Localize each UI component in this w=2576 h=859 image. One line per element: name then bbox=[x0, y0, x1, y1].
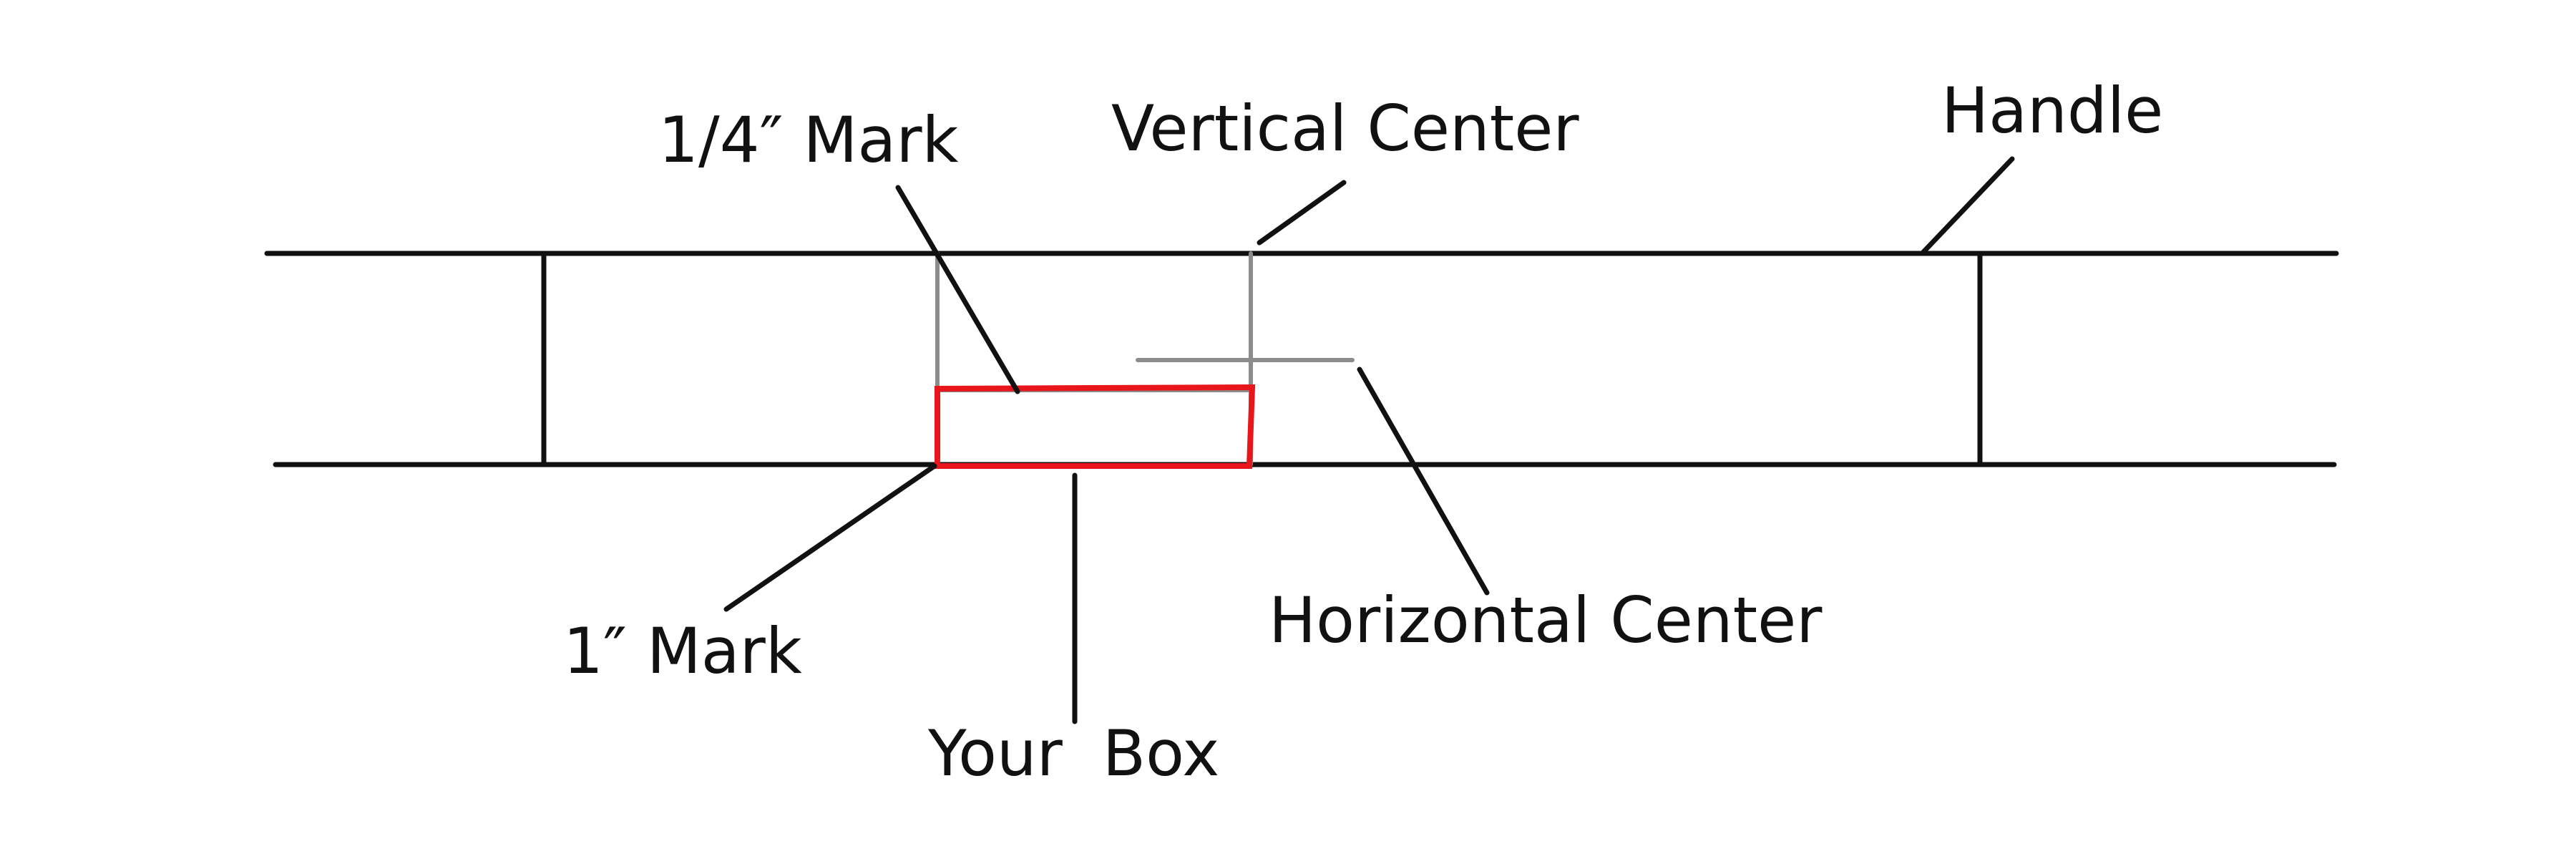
handle-leader bbox=[1921, 156, 2015, 255]
vertical-center-label: Vertical Center bbox=[1111, 92, 1579, 165]
handle-label: Handle bbox=[1941, 74, 2163, 147]
quarter-mark-label: 1/4″ Mark bbox=[658, 103, 959, 177]
your-box-label: Your Box bbox=[927, 717, 1219, 790]
quarter-mark-leader bbox=[895, 185, 1020, 394]
horizontal-center-label: Horizontal Center bbox=[1269, 583, 1823, 657]
one-inch-mark-label: 1″ Mark bbox=[563, 614, 802, 688]
vertical-center-leader bbox=[1257, 180, 1347, 246]
horizontal-center-leader bbox=[1357, 367, 1490, 596]
one-inch-mark-leader bbox=[723, 463, 937, 612]
your-box-rectangle bbox=[935, 384, 1256, 469]
